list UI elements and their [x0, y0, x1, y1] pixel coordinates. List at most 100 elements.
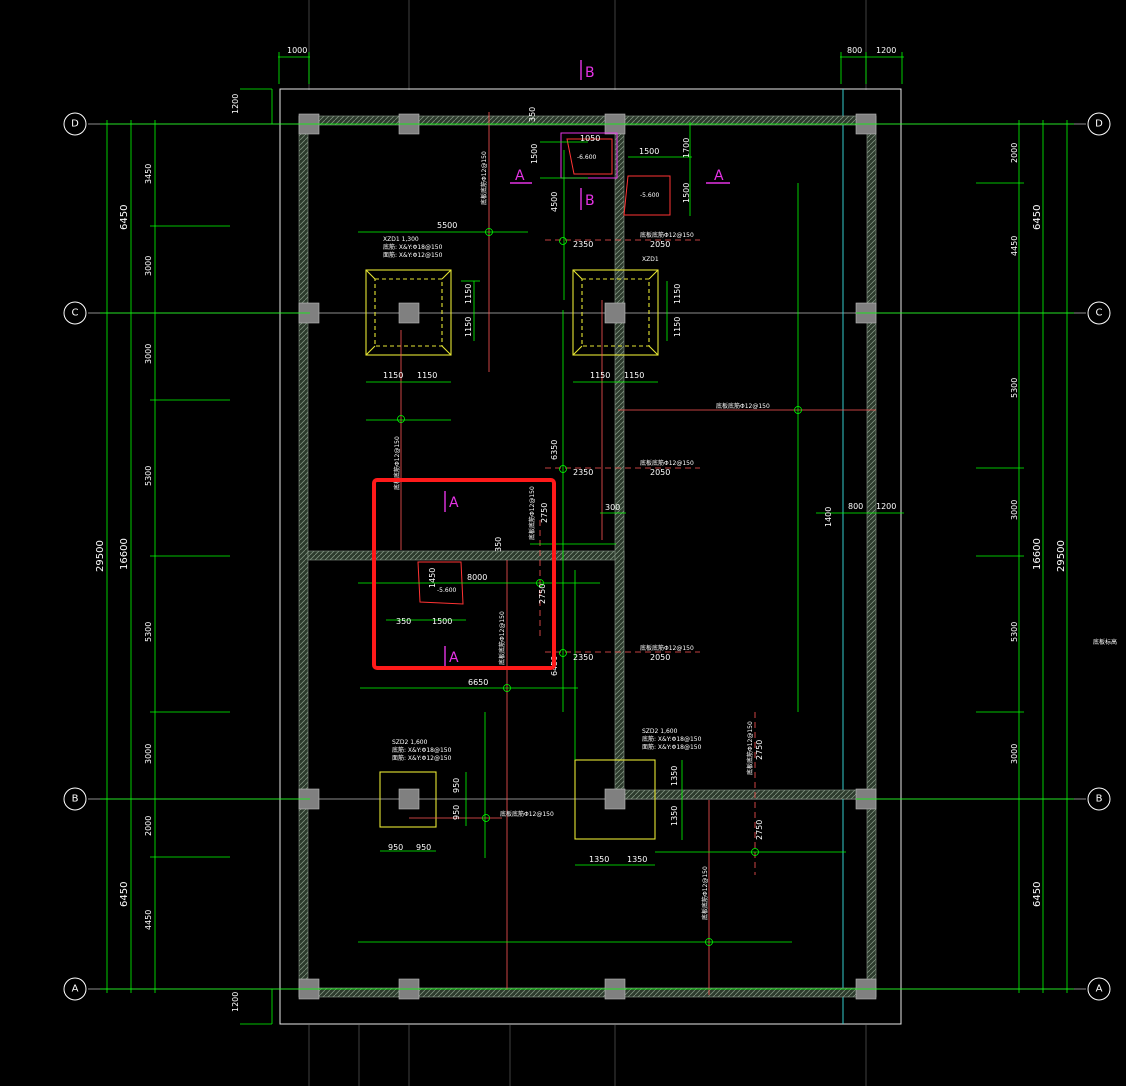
- plan-dim: 2050: [650, 653, 670, 662]
- dim-left-inner: 3000: [144, 744, 153, 764]
- slab-rebar-note: 底板底筋Φ12@150: [746, 721, 754, 775]
- plan-dim: 1150: [624, 371, 644, 380]
- plan-dim: 1150: [464, 317, 473, 337]
- axis-label-b-left: B: [72, 794, 79, 805]
- dim-left-inner: 2000: [144, 816, 153, 836]
- plan-dim: 1350: [670, 806, 679, 826]
- dim-right-inner: 3000: [1010, 500, 1019, 520]
- footing-label: XZD1 1,300: [383, 236, 419, 243]
- rebar-note: 底筋: X&Y:Φ18@150: [642, 735, 702, 743]
- slab-rebar-note: 底板底筋Φ12@150: [480, 151, 488, 205]
- dim-left-inner: 5300: [144, 622, 153, 642]
- plan-dim: 1150: [383, 371, 403, 380]
- plan-dim: 2050: [650, 240, 670, 249]
- plan-dim: 1150: [464, 284, 473, 304]
- plan-dim: 2350: [573, 653, 593, 662]
- footing-label: XZD1: [642, 256, 659, 263]
- plan-dim: 2350: [573, 240, 593, 249]
- axis-label-d-right: D: [1095, 119, 1103, 130]
- section-mark-a-right: A: [714, 168, 724, 184]
- plan-dim: 4500: [550, 192, 559, 212]
- section-mark-a-box-top: A: [449, 495, 459, 511]
- plan-dim: 1150: [417, 371, 437, 380]
- plan-dim: 5500: [437, 221, 457, 230]
- slab-rebar-note: 底板底筋Φ12@150: [701, 866, 709, 920]
- dim-right-mid: 6450: [1032, 205, 1043, 230]
- dim-left-top-offset: 1200: [231, 94, 240, 114]
- dim-left-bottom-offset: 1200: [231, 992, 240, 1012]
- elevation-label: -6.600: [577, 154, 597, 161]
- dim-right-inner: 3000: [1010, 744, 1019, 764]
- plan-dim: 6650: [468, 678, 488, 687]
- plan-dim: 1150: [673, 284, 682, 304]
- dim-top-right-2: 1200: [876, 46, 896, 55]
- rebar-note: 底筋: X&Y:Φ18@150: [392, 746, 452, 754]
- rebar-note: 面筋: X&Y:Φ12@150: [383, 251, 443, 259]
- dim-right-inner: 2000: [1010, 143, 1019, 163]
- pits: [417, 132, 671, 605]
- plan-dim: 1700: [682, 138, 691, 158]
- plan-dim: 1500: [682, 183, 691, 203]
- slab-rebar-note: 底板底筋Φ12@150: [500, 810, 554, 818]
- plan-dim: 2750: [755, 740, 764, 760]
- plan-dim: 1350: [589, 855, 609, 864]
- slab-rebar-note: 底板底筋Φ12@150: [640, 644, 694, 652]
- plan-dim: 2050: [650, 468, 670, 477]
- plan-dim: 1150: [673, 317, 682, 337]
- axis-label-d-left: D: [71, 119, 79, 130]
- dim-left-total: 29500: [95, 540, 106, 572]
- axis-label-a-right: A: [1096, 984, 1103, 995]
- dim-top-left: 1000: [287, 46, 307, 55]
- plan-dim: 1200: [876, 502, 896, 511]
- plan-dim: 350: [396, 617, 411, 626]
- plan-dim: 2750: [540, 503, 549, 523]
- section-mark-a-left: A: [515, 168, 525, 184]
- dim-right-inner: 4450: [1010, 236, 1019, 256]
- plan-dim: 800: [848, 502, 863, 511]
- footings: [365, 269, 659, 840]
- outer-dim-lines: [100, 52, 1074, 1025]
- plan-dim: 1150: [590, 371, 610, 380]
- axis-label-a-left: A: [72, 984, 79, 995]
- axis-label-c-right: C: [1096, 308, 1103, 319]
- interior-dim-lines: [358, 122, 904, 946]
- rebar-note: 底筋: X&Y:Φ18@150: [383, 243, 443, 251]
- plan-dim: 350: [494, 537, 503, 552]
- footing-label: SZD2 1,600: [642, 728, 678, 735]
- section-mark-a-box-bottom: A: [449, 650, 459, 666]
- grid-extensions: [308, 0, 867, 1086]
- slab-rebar-note: 底板底筋Φ12@150: [528, 486, 536, 540]
- plan-dim: 950: [452, 805, 461, 820]
- axis-label-b-right: B: [1096, 794, 1103, 805]
- slab-rebar-note: 底板底筋Φ12@150: [716, 402, 770, 410]
- dim-left-mid: 6450: [119, 882, 130, 907]
- highlight-box: [372, 478, 556, 670]
- plan-dim: 1400: [824, 507, 833, 527]
- plan-dim: 2350: [573, 468, 593, 477]
- plan-dim: 1500: [639, 147, 659, 156]
- axis-label-c-left: C: [72, 308, 79, 319]
- rebar-note: 面筋: X&Y:Φ12@150: [392, 754, 452, 762]
- plan-dim: 300: [605, 503, 620, 512]
- dim-left-mid: 16600: [119, 538, 130, 570]
- dim-left-inner: 3000: [144, 344, 153, 364]
- axis-bubbles: [63, 112, 1111, 1001]
- slab-rebar-note: 底板底筋Φ12@150: [640, 231, 694, 239]
- dim-left-inner: 3000: [144, 256, 153, 276]
- plan-dim: 1050: [580, 134, 600, 143]
- section-mark-b-pit: B: [585, 193, 595, 209]
- slab-rebar-note: 底板底筋Φ12@150: [393, 436, 401, 490]
- plan-dim: 6350: [550, 440, 559, 460]
- plan-dim: 950: [416, 843, 431, 852]
- plan-dim: 1450: [428, 568, 437, 588]
- plan-dim: 1350: [627, 855, 647, 864]
- outer-boundary: [279, 88, 902, 1025]
- plan-dim: 8000: [467, 573, 487, 582]
- rebar-note: 面筋: X&Y:Φ18@150: [642, 743, 702, 751]
- plan-dim: 2750: [538, 584, 547, 604]
- elevation-label: -5.600: [640, 192, 660, 199]
- plan-dim: 350: [528, 107, 537, 122]
- dim-top-right-1: 800: [847, 46, 862, 55]
- plan-dim: 950: [388, 843, 403, 852]
